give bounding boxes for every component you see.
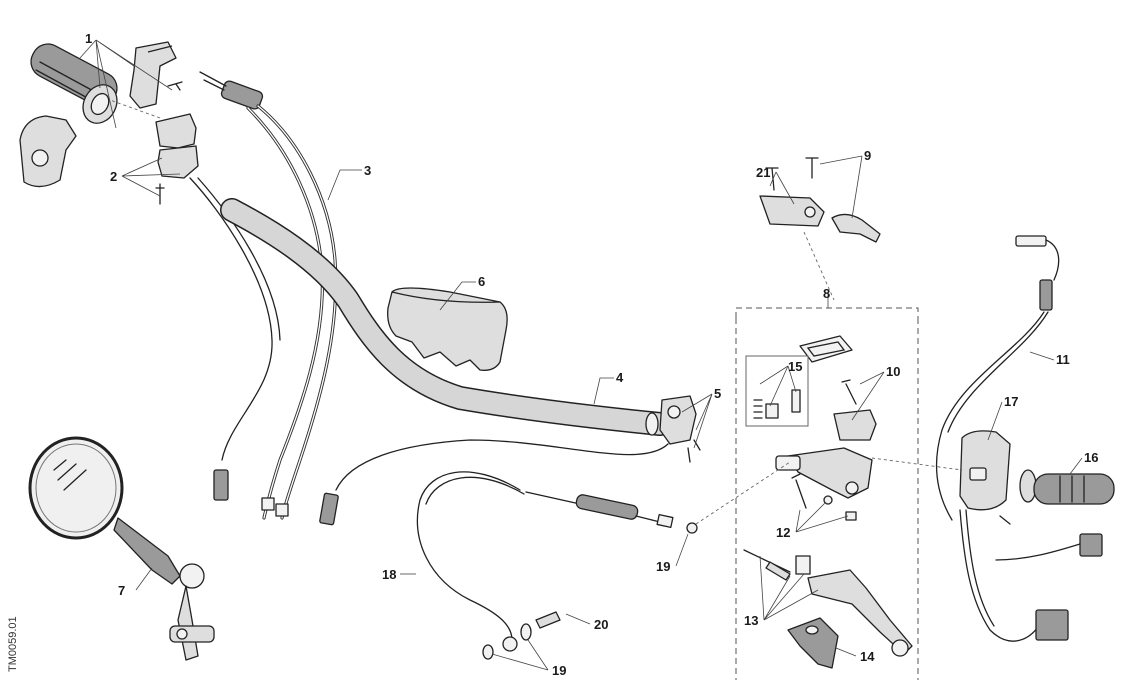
banjo-bolt-washers [482,611,561,660]
callout-2: 2 [110,169,117,184]
assembly-bracket [735,307,919,680]
lever-boot [787,617,839,669]
callout-20: 20 [594,617,608,632]
handlebar-pad [387,287,508,371]
callout-6: 6 [478,274,485,289]
callout-19-lower: 19 [552,663,566,678]
clutch-clamp [659,395,701,463]
throttle-cables [199,71,338,520]
assembly-axes [109,99,963,525]
handlebar-tube [220,198,672,436]
callout-10: 10 [886,364,900,379]
callout-11: 11 [1056,352,1070,367]
clutch-cable [525,491,698,534]
callout-17: 17 [1004,394,1018,409]
callout-7: 7 [118,583,125,598]
callout-5: 5 [714,386,721,401]
callout-13: 13 [744,613,758,628]
brake-hose [416,471,525,652]
right-switch-and-grip [959,430,1115,511]
callout-16: 16 [1084,450,1098,465]
rear-view-mirror [28,436,215,661]
callout-14: 14 [860,649,875,664]
callout-8: 8 [823,286,830,301]
callout-15: 15 [788,359,802,374]
callout-4: 4 [616,370,624,385]
handlebar-clamp [155,113,199,205]
callout-9: 9 [864,148,871,163]
callout-labels: 1 2 3 4 5 6 7 8 9 10 11 12 13 14 15 16 1… [85,31,1098,678]
callout-21: 21 [756,165,770,180]
callout-18: 18 [382,567,396,582]
callout-19-upper: 19 [656,559,670,574]
left-switch-harness [189,177,289,517]
right-switch-harness [935,235,1103,642]
reservoir-cover [759,157,881,243]
brake-lever [743,549,913,657]
master-cylinder [775,379,877,521]
callout-12: 12 [776,525,790,540]
callout-3: 3 [364,163,371,178]
clutch-switch-cable [319,439,669,526]
brake-switch-inset [745,355,809,427]
callout-1: 1 [85,31,92,46]
leader-lines [79,39,1083,671]
drawing-code: TM0059.01 [7,616,19,672]
